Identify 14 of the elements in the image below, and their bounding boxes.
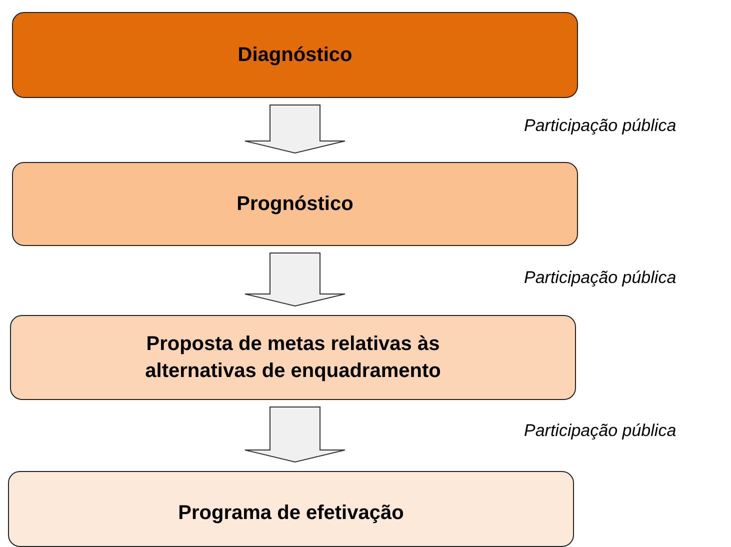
process-box xyxy=(10,315,576,400)
process-box xyxy=(8,471,574,547)
side-note: Participação pública xyxy=(524,268,676,288)
block-arrow xyxy=(244,252,346,307)
block-arrow xyxy=(244,406,346,463)
step-label: Prognóstico xyxy=(236,192,354,216)
step-label: Diagnóstico xyxy=(238,42,352,68)
process-box xyxy=(12,12,578,98)
side-note: Participação pública xyxy=(524,116,676,136)
side-note: Participação pública xyxy=(524,421,676,441)
process-box xyxy=(12,162,578,246)
step-label: Programa de efetivação xyxy=(178,501,404,526)
step-label: Proposta de metas relativas às alternativas de enquadramento xyxy=(144,332,442,384)
block-arrow xyxy=(244,104,346,154)
